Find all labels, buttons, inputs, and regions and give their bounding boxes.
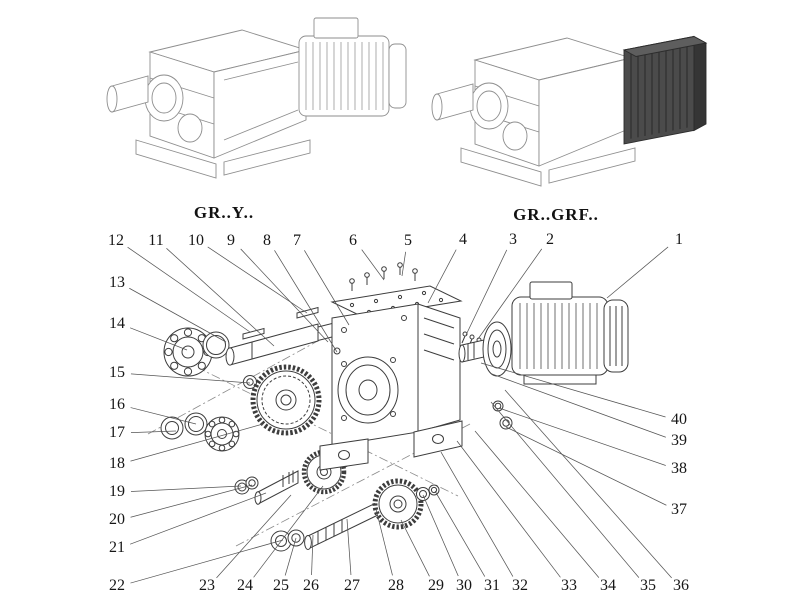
part-callout-30: 30	[456, 577, 472, 594]
leader-line-20	[130, 484, 253, 518]
part-callout-31: 31	[484, 577, 500, 594]
leader-line-2	[477, 248, 543, 340]
part-callout-9: 9	[227, 232, 235, 249]
leader-line-38	[498, 407, 666, 466]
leader-line-35	[490, 401, 640, 578]
leader-line-11	[166, 248, 275, 347]
leader-line-18	[130, 423, 264, 462]
input-shaft-parts	[270, 478, 440, 552]
part-callout-15: 15	[109, 364, 125, 381]
leader-line-8	[274, 250, 338, 353]
leader-line-13	[129, 287, 227, 343]
leader-line-25	[284, 537, 297, 576]
leader-line-32	[440, 451, 514, 577]
part-callout-28: 28	[388, 577, 404, 594]
leader-line-17	[130, 430, 177, 434]
leader-line-26	[311, 534, 314, 576]
dark-motor-block	[623, 35, 695, 145]
leader-line-5	[401, 251, 407, 277]
leader-line-16	[130, 407, 197, 425]
part-callout-4: 4	[459, 231, 467, 248]
part-callout-22: 22	[109, 577, 125, 594]
leader-line-14	[129, 327, 188, 351]
part-callout-5: 5	[404, 232, 412, 249]
part-callout-38: 38	[671, 460, 687, 477]
leader-line-33	[456, 440, 561, 578]
output-shaft-parts	[163, 306, 340, 389]
part-callout-35: 35	[640, 577, 656, 594]
gear-housing	[319, 262, 463, 471]
part-callout-18: 18	[109, 455, 125, 472]
leader-line-1	[606, 246, 669, 299]
model-label-right: GR..GRF..	[513, 205, 599, 224]
leader-line-3	[465, 249, 508, 336]
leader-line-7	[304, 250, 350, 326]
part-callout-24: 24	[237, 577, 253, 594]
leader-line-40	[480, 362, 666, 418]
leader-line-19	[130, 485, 242, 492]
leader-line-27	[346, 518, 352, 576]
part-callout-27: 27	[344, 577, 360, 594]
assembled-unit-grgrf-drawing	[431, 35, 708, 187]
output-gear-and-bearings	[160, 364, 322, 452]
part-callout-12: 12	[108, 232, 124, 249]
leader-lines	[127, 246, 672, 584]
part-callout-20: 20	[109, 511, 125, 528]
leader-line-29	[400, 519, 430, 577]
part-callout-2: 2	[546, 231, 554, 248]
leader-line-15	[130, 373, 251, 384]
part-callout-17: 17	[109, 424, 125, 441]
leader-line-30	[422, 494, 459, 577]
leader-line-24	[253, 485, 324, 578]
leader-line-22	[130, 539, 284, 584]
part-callout-3: 3	[509, 231, 517, 248]
part-callout-33: 33	[561, 577, 577, 594]
leader-line-6	[361, 249, 385, 281]
part-callout-29: 29	[428, 577, 444, 594]
leader-line-9	[240, 248, 329, 343]
leader-line-23	[216, 494, 292, 579]
part-callout-11: 11	[148, 232, 164, 249]
part-callout-21: 21	[109, 539, 125, 556]
center-lines	[147, 319, 471, 547]
leader-line-10	[207, 246, 308, 314]
part-callout-36: 36	[673, 577, 689, 594]
part-callout-32: 32	[512, 577, 528, 594]
motor-assembly	[458, 281, 629, 430]
leader-line-12	[127, 246, 251, 333]
leader-line-31	[434, 490, 486, 577]
assembled-unit-gry-drawing	[106, 17, 407, 179]
part-callout-25: 25	[273, 577, 289, 594]
model-label-left: GR..Y..	[193, 203, 255, 222]
part-callout-19: 19	[109, 483, 125, 500]
leader-line-39	[491, 373, 666, 438]
part-callout-37: 37	[671, 501, 687, 518]
part-callout-23: 23	[199, 577, 215, 594]
part-callout-34: 34	[600, 577, 616, 594]
part-callout-1: 1	[675, 231, 683, 248]
part-callout-8: 8	[263, 232, 271, 249]
part-callout-26: 26	[303, 577, 319, 594]
part-callout-16: 16	[109, 396, 125, 413]
part-callout-40: 40	[671, 411, 687, 428]
leader-line-28	[375, 508, 393, 576]
leader-line-21	[130, 492, 267, 545]
leader-line-34	[474, 430, 600, 578]
leader-line-4	[427, 249, 457, 304]
part-callout-10: 10	[188, 232, 204, 249]
part-callout-6: 6	[349, 232, 357, 249]
part-callout-13: 13	[109, 274, 125, 291]
part-callout-39: 39	[671, 432, 687, 449]
leader-line-37	[505, 426, 667, 506]
part-callout-7: 7	[293, 232, 301, 249]
part-callout-14: 14	[109, 315, 125, 332]
leader-line-36	[504, 389, 672, 579]
